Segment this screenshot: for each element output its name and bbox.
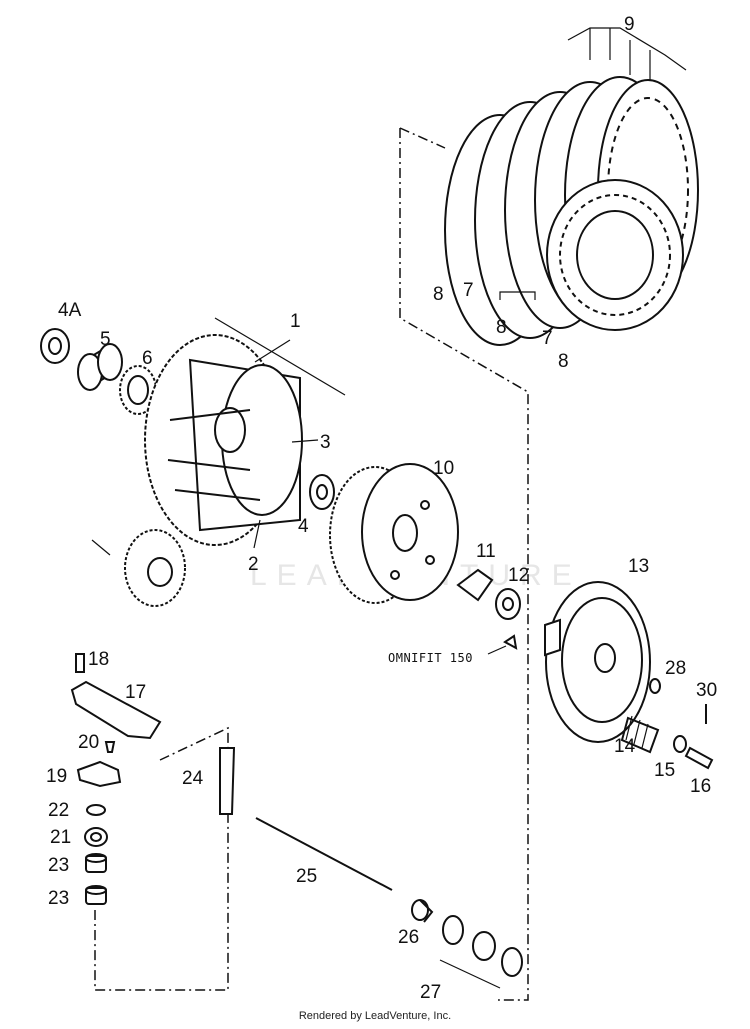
- callout-12: 12: [508, 565, 529, 586]
- callout-18: 18: [88, 649, 109, 670]
- callout-13: 13: [628, 556, 649, 577]
- part-13-pressure-plate: [544, 581, 651, 743]
- callout-9: 9: [624, 14, 635, 35]
- part-25-push-rod: [255, 817, 393, 891]
- callout-4: 4: [298, 516, 309, 537]
- callout-30: 30: [696, 680, 717, 701]
- callout-8a: 8: [433, 284, 444, 305]
- callouts: 4A 5 6 1 3 4 2 10 11 12 13 9 8 7 8 7 8 1…: [46, 14, 717, 1003]
- callout-8b: 8: [496, 317, 507, 338]
- part-11-tab-washer: [456, 568, 494, 602]
- clutch-plates: [444, 76, 699, 346]
- part-12-nut: [495, 588, 521, 620]
- callout-20: 20: [78, 732, 99, 753]
- part-14-spring: [620, 715, 660, 754]
- callout-7a: 7: [463, 280, 474, 301]
- callout-26: 26: [398, 927, 419, 948]
- part-2-gear: [124, 529, 186, 607]
- callout-16: 16: [690, 776, 711, 797]
- part-27-set: [439, 915, 523, 989]
- part-20-screw: [104, 741, 116, 753]
- part-4-washer: [309, 474, 335, 510]
- part-15-washer: [673, 735, 687, 753]
- part-22-ring: [86, 804, 106, 816]
- part-4a-washer: [40, 328, 70, 364]
- callout-10: 10: [433, 458, 454, 479]
- part-10-hub: [329, 463, 459, 604]
- callout-22: 22: [48, 800, 69, 821]
- part-1-clutch-basket: [91, 317, 346, 556]
- callout-23b: 23: [48, 888, 69, 909]
- callout-14: 14: [614, 736, 636, 757]
- part-21-seal: [84, 827, 108, 847]
- callout-28: 28: [665, 658, 686, 679]
- bracket-9: [567, 27, 687, 85]
- callout-6: 6: [142, 348, 153, 369]
- callout-17: 17: [125, 682, 146, 703]
- callout-11: 11: [476, 541, 496, 562]
- footer-credit: Rendered by LeadVenture, Inc.: [298, 1010, 452, 1022]
- assembly-lines: [94, 127, 529, 1001]
- callout-1: 1: [290, 311, 301, 332]
- part-28-ring: [649, 678, 661, 694]
- callout-23a: 23: [48, 855, 69, 876]
- part-17-lever: [70, 680, 162, 740]
- part-19-plate: [76, 760, 122, 788]
- part-23-bearing-b: [85, 885, 107, 905]
- callout-5: 5: [100, 329, 111, 350]
- part-23-bearing-a: [85, 853, 107, 873]
- part-18-bolt: [75, 653, 85, 673]
- callout-27: 27: [420, 982, 441, 1003]
- part-5-bushing: [77, 343, 123, 391]
- omnifit-note: OMNIFIT 150: [388, 651, 473, 665]
- part-26-piece: [411, 899, 434, 923]
- leader-lines: [253, 339, 507, 655]
- callout-8c: 8: [558, 351, 569, 372]
- callout-7b: 7: [542, 328, 553, 349]
- callout-3: 3: [320, 432, 331, 453]
- callout-25: 25: [296, 866, 317, 887]
- callout-4a: 4A: [58, 300, 82, 321]
- part-16-bolt: [684, 746, 714, 770]
- callout-24: 24: [182, 768, 204, 789]
- callout-15: 15: [654, 760, 675, 781]
- callout-2: 2: [248, 554, 259, 575]
- omnifit-cone: [503, 634, 518, 650]
- callout-21: 21: [50, 827, 71, 848]
- part-24-shaft: [219, 747, 236, 815]
- callout-19: 19: [46, 766, 67, 787]
